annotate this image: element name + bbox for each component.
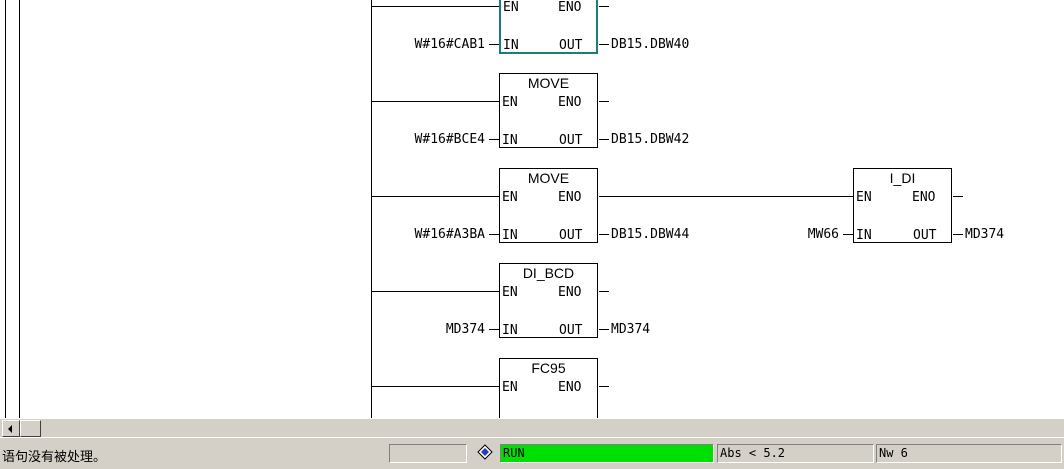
eno-pin: ENO	[558, 95, 582, 110]
status-empty-field	[389, 444, 467, 463]
move-block-1[interactable]: EN ENO IN OUT	[499, 0, 598, 54]
eno-pin: ENO	[912, 190, 936, 205]
en-pin: EN	[502, 190, 518, 205]
out-wire-4	[953, 234, 963, 235]
in-operand-2[interactable]: W#16#BCE4	[414, 132, 485, 147]
in-operand-5[interactable]: MD374	[445, 322, 485, 337]
di-bcd-block[interactable]: DI_BCD EN ENO IN OUT	[499, 263, 598, 338]
in-pin: IN	[503, 38, 519, 53]
eno-pin: ENO	[558, 285, 582, 300]
out-pin: OUT	[559, 228, 583, 243]
in-operand-1[interactable]: W#16#CAB1	[414, 37, 485, 52]
eno-stub-4	[953, 196, 963, 197]
block-title: DI_BCD	[522, 265, 575, 281]
out-operand-5[interactable]: MD374	[611, 322, 651, 337]
horizontal-scrollbar[interactable]	[0, 418, 1064, 437]
i-di-block[interactable]: I_DI EN ENO IN OUT	[853, 168, 952, 243]
out-pin: OUT	[913, 228, 937, 243]
en-wire-2	[371, 101, 499, 102]
out-wire-3	[599, 234, 609, 235]
eno-pin: ENO	[558, 190, 582, 205]
fc95-block[interactable]: FC95 EN ENO	[499, 358, 598, 418]
diamond-icon	[477, 444, 493, 460]
en-wire-1	[371, 6, 499, 7]
in-wire-1	[489, 44, 499, 45]
eno-stub-5	[599, 291, 609, 292]
eno-stub-2	[599, 101, 609, 102]
in-pin: IN	[502, 133, 518, 148]
in-wire-4	[843, 234, 853, 235]
out-pin: OUT	[559, 133, 583, 148]
out-operand-3[interactable]: DB15.DBW44	[611, 227, 690, 242]
left-rail-outer	[5, 0, 6, 418]
network-field: Nw 6	[876, 444, 1062, 463]
eno-stub-1	[599, 6, 609, 7]
block-title: I_DI	[889, 170, 916, 186]
out-pin: OUT	[559, 323, 583, 338]
out-operand-2[interactable]: DB15.DBW42	[611, 132, 690, 147]
en-pin: EN	[502, 380, 518, 395]
en-wire-3	[371, 196, 499, 197]
status-message: 语句没有被处理。	[2, 450, 107, 465]
eno-stub-6	[599, 386, 609, 387]
en-pin: EN	[502, 95, 518, 110]
in-operand-3[interactable]: W#16#A3BA	[414, 227, 485, 242]
out-wire-2	[599, 139, 609, 140]
status-bar: 语句没有被处理。 RUN Abs < 5.2 Nw 6	[0, 437, 1064, 469]
en-pin: EN	[856, 190, 872, 205]
in-pin: IN	[502, 228, 518, 243]
left-rail-inner	[19, 0, 20, 418]
in-wire-5	[489, 329, 499, 330]
out-operand-1[interactable]: DB15.DBW40	[611, 37, 690, 52]
block-title: MOVE	[527, 75, 570, 91]
out-wire-1	[599, 44, 609, 45]
scroll-left-arrow-icon	[8, 425, 12, 433]
ladder-editor[interactable]: EN ENO IN OUT W#16#CAB1 DB15.DBW40 MOVE …	[0, 0, 1064, 418]
in-pin: IN	[856, 228, 872, 243]
en-wire-6	[371, 386, 499, 387]
eno-pin: ENO	[558, 0, 582, 15]
scroll-thumb[interactable]	[20, 420, 41, 437]
in-wire-2	[489, 139, 499, 140]
branch-rail	[371, 0, 372, 418]
run-status-field: RUN	[500, 444, 714, 463]
eno-to-en-wire	[599, 196, 853, 197]
en-wire-5	[371, 291, 499, 292]
out-operand-4[interactable]: MD374	[965, 227, 1005, 242]
move-block-3[interactable]: MOVE EN ENO IN OUT	[499, 168, 598, 243]
abs-offset-field: Abs < 5.2	[717, 444, 874, 463]
in-pin: IN	[502, 323, 518, 338]
en-pin: EN	[502, 285, 518, 300]
out-pin: OUT	[559, 38, 583, 53]
block-title: FC95	[531, 360, 566, 376]
out-wire-5	[599, 329, 609, 330]
in-wire-3	[489, 234, 499, 235]
eno-pin: ENO	[558, 380, 582, 395]
in-operand-4[interactable]: MW66	[807, 227, 839, 242]
scroll-left-button[interactable]	[2, 420, 20, 437]
en-pin: EN	[503, 0, 519, 15]
move-block-2[interactable]: MOVE EN ENO IN OUT	[499, 73, 598, 148]
block-title: MOVE	[527, 170, 570, 186]
